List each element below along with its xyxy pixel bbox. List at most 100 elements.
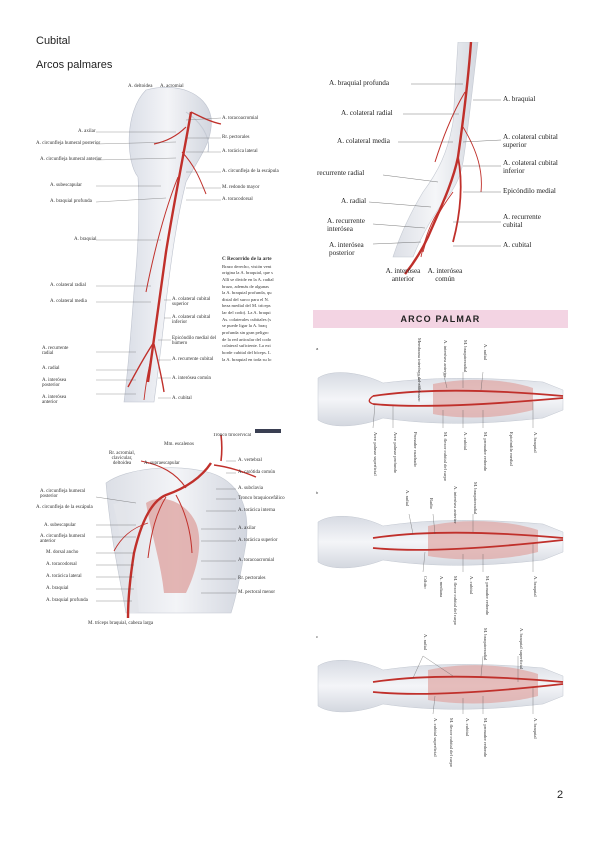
label-subescapular: A. subescapular xyxy=(44,523,76,528)
caption-line: se puede ligar la A. braq xyxy=(222,323,267,329)
figure-arm-arteries: A. deltoidea A. acromial A. toracoacromi… xyxy=(36,82,286,412)
forearm-panel-a xyxy=(317,372,564,427)
panel-letter-b: b xyxy=(316,490,319,495)
caption-line: beza medial del M. tríceps xyxy=(222,303,271,309)
page-title: Cubital xyxy=(36,35,71,47)
label-radial: A. radial xyxy=(42,366,60,371)
label-rr-acromial: Rr. acromial, clavicular, deltoidea xyxy=(109,451,135,466)
caption-line: As. colaterales cubitales (s xyxy=(222,316,271,322)
label-braquial: A. braquial xyxy=(74,237,97,242)
label-braquiorradial: M. braquiorradial xyxy=(473,482,478,515)
label-cubito: Cúbito xyxy=(423,576,428,589)
caption-line: origina la A. braquial, que s xyxy=(222,270,273,276)
label-braquial: A. braquial xyxy=(533,718,538,739)
figure-shoulder-arteries: Tronco tirocervical Mm. escalenos Rr. ac… xyxy=(36,433,286,633)
section-banner: ARCO PALMAR xyxy=(313,310,568,328)
label-braquiorradial: M. braquiorradial xyxy=(483,628,488,661)
caption-line: de la red articular del codo xyxy=(222,336,272,342)
label-arco-profundo: Arco palmar profundo xyxy=(393,432,398,474)
figure-separator-bar xyxy=(255,429,281,435)
forearm-panel-c xyxy=(317,660,564,713)
label-pronador-redondo: M. pronador redondo xyxy=(483,432,488,472)
caption-line: brazo, además de algunas xyxy=(222,283,269,289)
label-toracica-interna: A. torácica interna xyxy=(238,508,276,513)
label-cubital: A. cubital xyxy=(463,432,468,451)
panel-letter-c: c xyxy=(316,634,318,639)
label-recurrente-radial: A. recurrente radial xyxy=(42,346,69,356)
panel-letter-a: a xyxy=(316,346,319,351)
label-circ-escapula: A. circunfleja de la escápula xyxy=(222,169,279,174)
label-subescapular: A. subescapular xyxy=(50,183,82,188)
label-recurrente-cubital: A. recurrente cubital xyxy=(503,213,541,229)
label-braquial-profunda: A. braquial profunda xyxy=(46,598,88,603)
caption-line: distal del surco para el N. xyxy=(222,296,269,302)
caption-line: lar del codo). La A. braqui xyxy=(222,310,271,316)
label-cubital: A. cubital xyxy=(469,576,474,595)
label-cubital: A. cubital xyxy=(503,241,532,249)
label-interosea-posterior: A. interósea posterior xyxy=(329,241,364,257)
figure-elbow-arteries: A. braquial profunda A. braquial A. cola… xyxy=(313,42,568,297)
figure-caption-text: C Recorrido de la arte Brazo derecho, vi… xyxy=(222,256,286,363)
label-braquial-profunda: A. braquial profunda xyxy=(50,199,92,204)
label-braquiorradial: M. braquiorradial xyxy=(463,340,468,373)
label-braquial: A. braquial xyxy=(533,576,538,597)
label-arco-superficial: Arco palmar superficial xyxy=(373,432,378,476)
label-axilar: A. axilar xyxy=(78,129,96,134)
label-recurrente-radial: recurrente radial xyxy=(317,169,365,177)
label-toracoacromial: A. toracoacromial xyxy=(222,116,259,121)
shoulder-illustration xyxy=(95,434,257,619)
page-number: 2 xyxy=(557,789,564,801)
label-col-cub-inf: A. colateral cubital inferior xyxy=(172,315,211,325)
label-tronco-tirocervical: Tronco tirocervical xyxy=(212,433,252,438)
label-membrana-interosea: Membrana interósea del antebrazo xyxy=(417,338,422,402)
forearm-panel-b xyxy=(317,516,564,569)
label-interosea-posterior: A. interósea posterior xyxy=(42,378,67,388)
label-subclavia: A. subclavia xyxy=(238,486,263,491)
label-circ-hum-ant: A. circunfleja humeral anterior xyxy=(40,534,86,544)
caption-line: la A. braquial profunda, qu xyxy=(222,290,272,296)
label-flexor-cubital: M. flexor cubital del carpo xyxy=(443,432,448,482)
label-cubital-superficial: A. cubital superficial xyxy=(433,718,438,757)
label-epicondilo-medial: Epicóndilo medial xyxy=(509,432,514,466)
label-dorsal-ancho: M. dorsal ancho xyxy=(46,550,79,555)
arm-illustration xyxy=(95,87,222,403)
label-interosea-anterior: A. interósea anterior xyxy=(385,267,421,283)
label-interosea-comun: A. interósea común xyxy=(427,267,463,283)
label-braquial: A. braquial xyxy=(533,432,538,453)
label-interosea-anterior: A. interósea anterior xyxy=(42,395,67,405)
label-col-cub-inf: A. colateral cubital inferior xyxy=(503,159,558,175)
caption-line: borde cubital del bíceps. L xyxy=(222,350,271,356)
label-pectorales: Rr. pectorales xyxy=(238,576,266,581)
label-toracodorsal: A. toracodorsal xyxy=(46,562,77,567)
label-toracica-lateral: A. torácica lateral xyxy=(46,574,82,579)
label-braquial: A. braquial xyxy=(503,95,536,103)
label-redondo-mayor: M. redondo mayor xyxy=(222,185,260,190)
label-tronco-braquiocefalico: Tronco braquiocefálico xyxy=(238,496,285,501)
label-braquial: A. braquial xyxy=(46,586,69,591)
label-colateral-media: A. colateral media xyxy=(50,299,87,304)
label-cubital: A. cubital xyxy=(465,718,470,737)
label-pronador-redondo: M. pronador redondo xyxy=(485,576,490,616)
label-radial: A. radial xyxy=(405,490,410,507)
label-colateral-radial: A. colateral radial xyxy=(341,109,393,117)
label-epicondilo: Epicóndilo medial del húmero xyxy=(172,336,217,346)
label-circ-escapula: A. circunfleja de la escápula xyxy=(36,505,93,510)
label-circ-hum-post: A. circunfleja humeral posterior xyxy=(36,141,101,146)
elbow-illustration xyxy=(368,42,502,275)
label-recurrente-cubital: A. recurrente cubital xyxy=(172,357,214,362)
label-radio: Radio xyxy=(429,498,434,509)
label-escalenos: Mm. escalenos xyxy=(164,442,194,447)
label-epicondilo-medial: Epicóndilo medial xyxy=(503,187,556,195)
caption-line: Brazo derecho, visión vent xyxy=(222,263,272,269)
label-colateral-radial: A. colateral radial xyxy=(50,283,86,288)
caption-line: Allí se divide en la A. radial xyxy=(222,276,274,282)
label-vertebral: A. vertebral xyxy=(238,458,262,463)
label-pectorales: Rr. pectorales xyxy=(222,135,250,140)
label-recurrente-interosea: A. recurrente interósea xyxy=(327,217,365,233)
label-interosea-anterior: A. interósea anterior xyxy=(443,340,448,378)
label-cubital: A. cubital xyxy=(172,396,192,401)
caption-line: profunda sin gran peligro xyxy=(222,330,269,336)
figure-forearm-panels: a b c Membrana interósea del antebrazo A… xyxy=(313,338,568,770)
label-radial: A. radial xyxy=(423,634,428,651)
label-pectoral-menor: M. pectoral menor xyxy=(238,590,276,595)
